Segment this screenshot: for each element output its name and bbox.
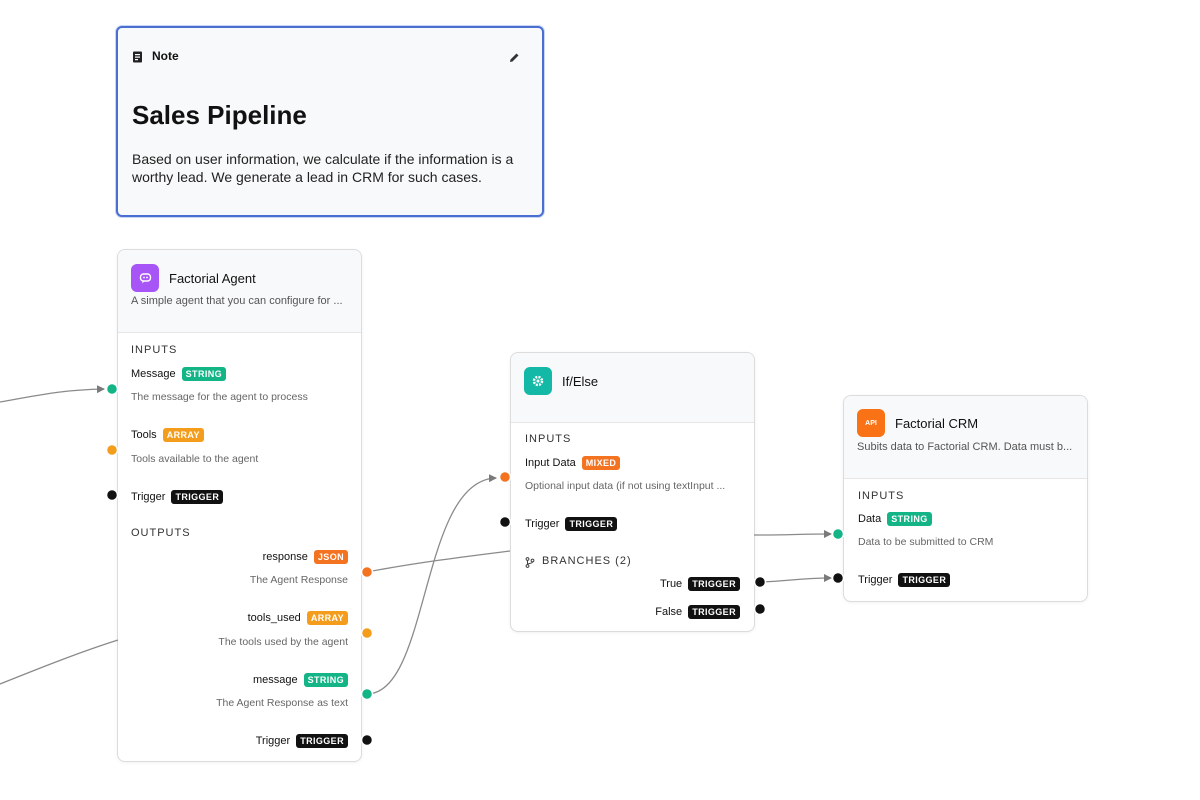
type-badge-trigger: TRIGGER [688,605,740,619]
agent-node[interactable]: Factorial Agent A simple agent that you … [117,249,362,762]
agent-output-trigger: Trigger TRIGGER [256,734,348,748]
agent-output-response: response JSON [263,550,348,564]
edge-response-out [366,550,511,573]
handle-agent-trigger-out[interactable] [360,733,374,747]
edge-offscreen-bottom [0,639,119,685]
handle-ifelse-input-data-in[interactable] [498,470,512,484]
handle-agent-trigger-in[interactable] [105,488,119,502]
type-badge-trigger: TRIGGER [898,573,951,587]
type-badge-trigger: TRIGGER [296,734,348,748]
crm-input-trigger-label: Trigger [858,573,893,586]
gear-icon [524,367,552,395]
agent-input-message: Message STRING [131,367,227,381]
agent-output-trigger-label: Trigger [255,734,291,747]
note-title: Sales Pipeline [132,100,307,130]
handle-crm-trigger-in[interactable] [831,571,845,585]
git-branch-icon [525,555,535,573]
type-badge-string: STRING [887,512,932,526]
handle-ifelse-false-out[interactable] [753,602,767,616]
type-badge-array: ARRAY [306,611,348,625]
pencil-icon[interactable] [509,50,520,68]
ifelse-header: If/Else [511,353,754,423]
ifelse-title: If/Else [562,374,599,389]
agent-title: Factorial Agent [169,271,256,286]
crm-title: Factorial CRM [895,416,979,431]
type-badge-string: STRING [303,673,348,687]
crm-input-data-label: Data [858,512,882,525]
agent-input-tools-label: Tools [131,428,157,441]
crm-input-data: Data STRING [858,512,932,526]
note-body: Based on user information, we calculate … [132,151,514,185]
handle-agent-message-out[interactable] [360,687,374,701]
handle-crm-data-in[interactable] [831,527,845,541]
ifelse-input-data-label: Input Data [525,456,576,469]
agent-outputs-label: OUTPUTS [131,527,191,539]
agent-header: Factorial Agent A simple agent that you … [118,250,361,333]
edge-true-to-crm-trigger [759,574,832,583]
agent-output-message-desc: The Agent Response as text [216,697,348,709]
agent-description: A simple agent that you can configure fo… [131,295,343,307]
ifelse-branch-false-label: False [655,605,683,618]
ifelse-input-trigger: Trigger TRIGGER [525,517,618,531]
crm-node[interactable]: API Factorial CRM Subits data to Factori… [843,395,1088,602]
handle-agent-tools-used-out[interactable] [360,626,374,640]
agent-inputs-label: INPUTS [131,344,178,356]
type-badge-string: STRING [181,367,227,381]
crm-input-trigger: Trigger TRIGGER [858,573,951,587]
crm-inputs-label: INPUTS [858,490,905,502]
agent-input-trigger: Trigger TRIGGER [131,490,224,504]
agent-output-message-label: message [252,673,298,686]
chat-bot-icon [131,264,159,292]
document-icon [132,50,144,68]
note-card[interactable]: Note Sales Pipeline Based on user inform… [116,26,544,217]
edge-to-message [0,385,105,403]
agent-output-tools-used-desc: The tools used by the agent [218,636,348,648]
type-badge-trigger: TRIGGER [688,577,740,591]
agent-output-response-label: response [262,550,308,563]
handle-agent-response-out[interactable] [360,565,374,579]
ifelse-branch-true-label: True [659,577,683,590]
type-badge-trigger: TRIGGER [171,490,224,504]
handle-ifelse-trigger-in[interactable] [498,515,512,529]
crm-input-data-desc: Data to be submitted to CRM [858,536,994,548]
ifelse-branch-true: True TRIGGER [660,577,740,591]
agent-input-tools: Tools ARRAY [131,428,204,442]
ifelse-inputs-label: INPUTS [525,433,572,445]
crm-description: Subits data to Factorial CRM. Data must … [857,441,1073,453]
agent-output-message: message STRING [253,673,348,687]
ifelse-input-data-desc: Optional input data (if not using textIn… [525,480,726,492]
type-badge-array: ARRAY [162,428,204,442]
handle-agent-message-in[interactable] [105,382,119,396]
edge-to-crm-data [753,530,832,539]
ifelse-node[interactable]: If/Else INPUTS Input Data MIXED Optional … [510,352,755,632]
api-icon: API [857,409,885,437]
agent-output-tools-used: tools_used ARRAY [248,611,348,625]
agent-input-tools-desc: Tools available to the agent [131,453,259,465]
agent-input-message-label: Message [131,367,176,380]
handle-agent-tools-in[interactable] [105,443,119,457]
ifelse-input-data: Input Data MIXED [525,456,621,470]
handle-ifelse-true-out[interactable] [753,575,767,589]
type-badge-mixed: MIXED [581,456,621,470]
ifelse-branch-false: False TRIGGER [655,605,740,619]
edge-message-to-input-data [366,474,497,695]
ifelse-branches-label: BRANCHES (2) [542,555,632,567]
type-badge-trigger: TRIGGER [565,517,618,531]
agent-output-response-desc: The Agent Response [249,574,348,586]
type-badge-json: JSON [313,550,348,564]
agent-input-trigger-label: Trigger [131,490,166,503]
agent-input-message-desc: The message for the agent to process [131,391,308,403]
agent-output-tools-used-label: tools_used [247,611,301,624]
crm-header: API Factorial CRM Subits data to Factori… [844,396,1087,479]
note-header-label: Note [152,49,179,63]
ifelse-input-trigger-label: Trigger [525,517,560,530]
